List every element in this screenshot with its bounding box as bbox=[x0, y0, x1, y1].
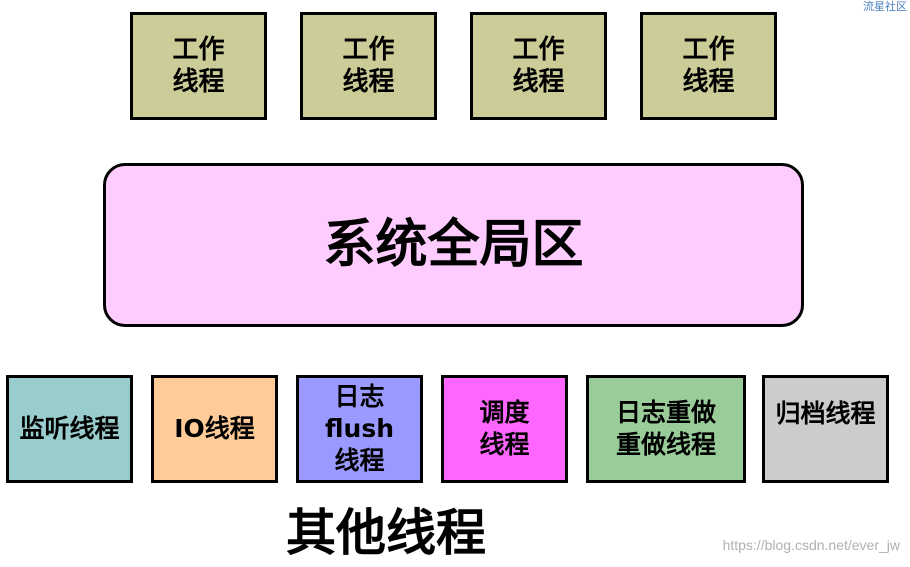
worker-thread-box: 工作 线程 bbox=[130, 12, 267, 120]
log-redo-thread-box: 日志重做 重做线程 bbox=[586, 375, 746, 483]
watermark: https://blog.csdn.net/ever_jw bbox=[722, 537, 900, 553]
scheduler-thread-box: 调度 线程 bbox=[441, 375, 568, 483]
system-global-area: 系统全局区 bbox=[103, 163, 804, 327]
worker-thread-box: 工作 线程 bbox=[300, 12, 437, 120]
archive-thread-box: 归档线程 bbox=[762, 375, 889, 483]
other-threads-title: 其他线程 bbox=[286, 504, 486, 562]
worker-thread-box: 工作 线程 bbox=[470, 12, 607, 120]
listener-thread-box: 监听线程 bbox=[6, 375, 133, 483]
worker-thread-box: 工作 线程 bbox=[640, 12, 777, 120]
log-flush-thread-box: 日志 flush 线程 bbox=[296, 375, 423, 483]
io-thread-box: IO线程 bbox=[151, 375, 278, 483]
corner-mark: 流星社区 bbox=[863, 0, 907, 13]
